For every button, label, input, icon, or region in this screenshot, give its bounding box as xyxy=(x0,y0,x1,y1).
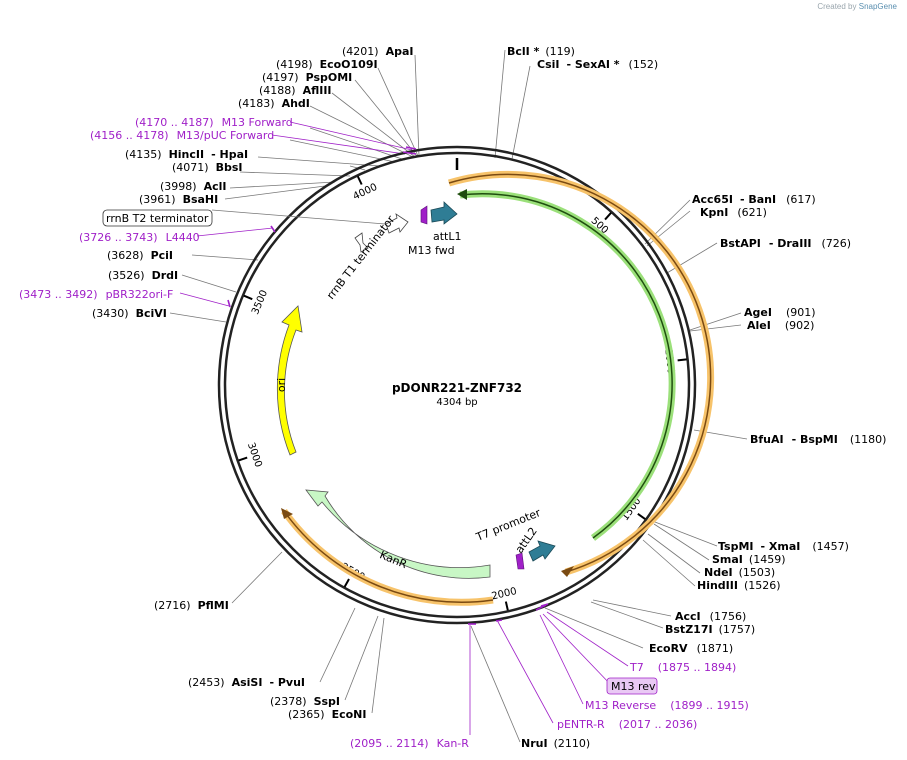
left-site-labels: (4201)ApaI (4198)EcoO109I (4197)PspOMI (… xyxy=(92,45,413,721)
ring-tick-label-3000: 3000 xyxy=(245,441,264,469)
rrnb-t2-label-box xyxy=(102,209,213,227)
orf-arc-green-line xyxy=(459,192,673,539)
snapgene-credit: Created by SnapGene xyxy=(817,2,897,11)
site-acc65i-bani: Acc65I- BanI(617) xyxy=(692,193,816,206)
site-acli: (3998)AclI xyxy=(160,180,226,193)
site-bstz17i: BstZ17I(1757) xyxy=(665,623,755,636)
primer-pbr322ori-f: (3473 .. 3492)pBR322ori-F xyxy=(19,288,173,301)
site-ecorv: EcoRV(1871) xyxy=(649,642,733,655)
ring-tick-500 xyxy=(604,212,612,221)
site-pcii: (3628)PciI xyxy=(107,249,173,262)
site-smai: SmaI(1459) xyxy=(712,553,785,566)
site-csii-sexai: CsiI- SexAI *(152) xyxy=(537,58,658,71)
site-ndei: NdeI(1503) xyxy=(704,566,775,579)
ring-tick-label-4000: 4000 xyxy=(351,182,379,203)
site-tspmi-xmai: TspMI- XmaI(1457) xyxy=(718,540,849,553)
t7-promoter-arrow xyxy=(515,552,525,570)
site-asisi-pvui: (2453)AsiSI- PvuI xyxy=(188,676,305,689)
plasmid-name: pDONR221-ZNF732 xyxy=(392,381,522,395)
plasmid-length: 4304 bp xyxy=(436,397,477,408)
site-bbsi: (4071)BbsI xyxy=(172,161,242,174)
site-bcivi: (3430)BciVI xyxy=(92,307,167,320)
backbone-outer xyxy=(217,145,697,625)
site-ecoo109i: (4198)EcoO109I xyxy=(276,58,378,71)
rrnb-t2-label: rrnB T2 terminator xyxy=(106,212,209,225)
ring-tick-1000 xyxy=(677,358,687,362)
site-bstapi-draiii: BstAPI- DraIII(726) xyxy=(720,237,851,250)
site-ahdi: (4183)AhdI xyxy=(238,97,310,110)
m13-rev-label: M13 rev xyxy=(611,680,656,693)
kanr-label: KanR xyxy=(378,548,410,571)
snapgene-logo: SnapGene xyxy=(858,2,897,11)
ring-tick-label-2000: 2000 xyxy=(491,586,518,602)
site-apai: (4201)ApaI xyxy=(342,45,413,58)
site-acci: AccI(1756) xyxy=(675,610,746,623)
primer-marks xyxy=(227,146,549,625)
m13-fwd-arrow xyxy=(420,205,428,225)
primer-kan-r: (2095 .. 2114)Kan-R xyxy=(350,737,469,750)
site-alei: AleI(902) xyxy=(747,319,814,332)
primer-m13-reverse: M13 Reverse(1899 .. 1915) xyxy=(585,699,749,712)
orf-arc-orange-lower-line xyxy=(283,510,494,604)
rrnb-t2-leader xyxy=(211,209,386,225)
site-kpni: KpnI(621) xyxy=(700,206,767,219)
attl1-arrow xyxy=(430,201,458,225)
site-afliii: (4188)AflIII xyxy=(259,84,332,97)
orf-arrowhead-3 xyxy=(281,508,293,519)
orf-arc-orange-outer-line xyxy=(448,173,712,573)
primer-pentr-r: pENTR-R(2017 .. 2036) xyxy=(557,718,697,731)
ring-tick-label-3500: 3500 xyxy=(250,289,270,317)
attl2-arrow xyxy=(528,540,556,562)
backbone-inner xyxy=(223,151,691,619)
primer-leader-lines xyxy=(179,121,629,735)
site-agei: AgeI(901) xyxy=(744,306,816,319)
orf-arrowhead-1 xyxy=(561,566,574,577)
ori-feature xyxy=(276,305,303,456)
ori-label: ori xyxy=(275,378,288,392)
site-nrui: NruI(2110) xyxy=(521,737,590,750)
right-site-labels: BclI *(119) CsiI- SexAI *(152) Acc65I- B… xyxy=(507,45,886,750)
ring-tick-2000 xyxy=(504,601,509,611)
site-drdi: (3526)DrdI xyxy=(108,269,178,282)
ring-tick-2500 xyxy=(343,578,350,588)
site-bsahi: (3961)BsaHI xyxy=(139,193,218,206)
ring-tick-4000 xyxy=(356,175,363,185)
site-hincii-hpai: (4135)HincII- HpaI xyxy=(125,148,248,161)
site-pspomi: (4197)PspOMI xyxy=(262,71,352,84)
primer-t7: T7(1875 .. 1894) xyxy=(629,661,736,674)
m13-rev-label-box xyxy=(606,677,658,695)
primer-l4440: (3726 .. 3743)L4440 xyxy=(79,231,200,244)
site-hindiii: HindIII(1526) xyxy=(697,579,781,592)
site-pflmi: (2716)PflMI xyxy=(154,599,229,612)
orf-arrowhead-2 xyxy=(457,189,467,200)
rrnb-t2-terminator-arrow xyxy=(385,213,409,234)
site-econi: (2365)EcoNI xyxy=(288,708,366,721)
kanr-feature xyxy=(305,489,491,579)
ring-tick-1500 xyxy=(637,512,646,520)
site-sspi: (2378)SspI xyxy=(270,695,340,708)
ring-tick-3000 xyxy=(238,456,248,462)
primer-m13-forward: (4170 .. 4187)M13 Forward xyxy=(135,116,293,129)
m13fwd-label: M13 fwd xyxy=(408,244,455,257)
primer-labels: (4170 .. 4187)M13 Forward (4156 .. 4178)… xyxy=(19,116,749,750)
attl1-label: attL1 xyxy=(433,230,462,243)
site-bcli: BclI *(119) xyxy=(507,45,575,58)
rrnb-t1-label: rrnB T1 terminator xyxy=(324,213,398,302)
site-bfuai-bspmi: BfuAI- BspMI(1180) xyxy=(750,433,886,446)
orf-arc-green xyxy=(459,190,676,541)
ring-tick-3500 xyxy=(243,294,253,301)
rrnb-t1-terminator-arrow xyxy=(354,232,369,253)
primer-m13-puc-forward: (4156 .. 4178)M13/pUC Forward xyxy=(90,129,274,142)
